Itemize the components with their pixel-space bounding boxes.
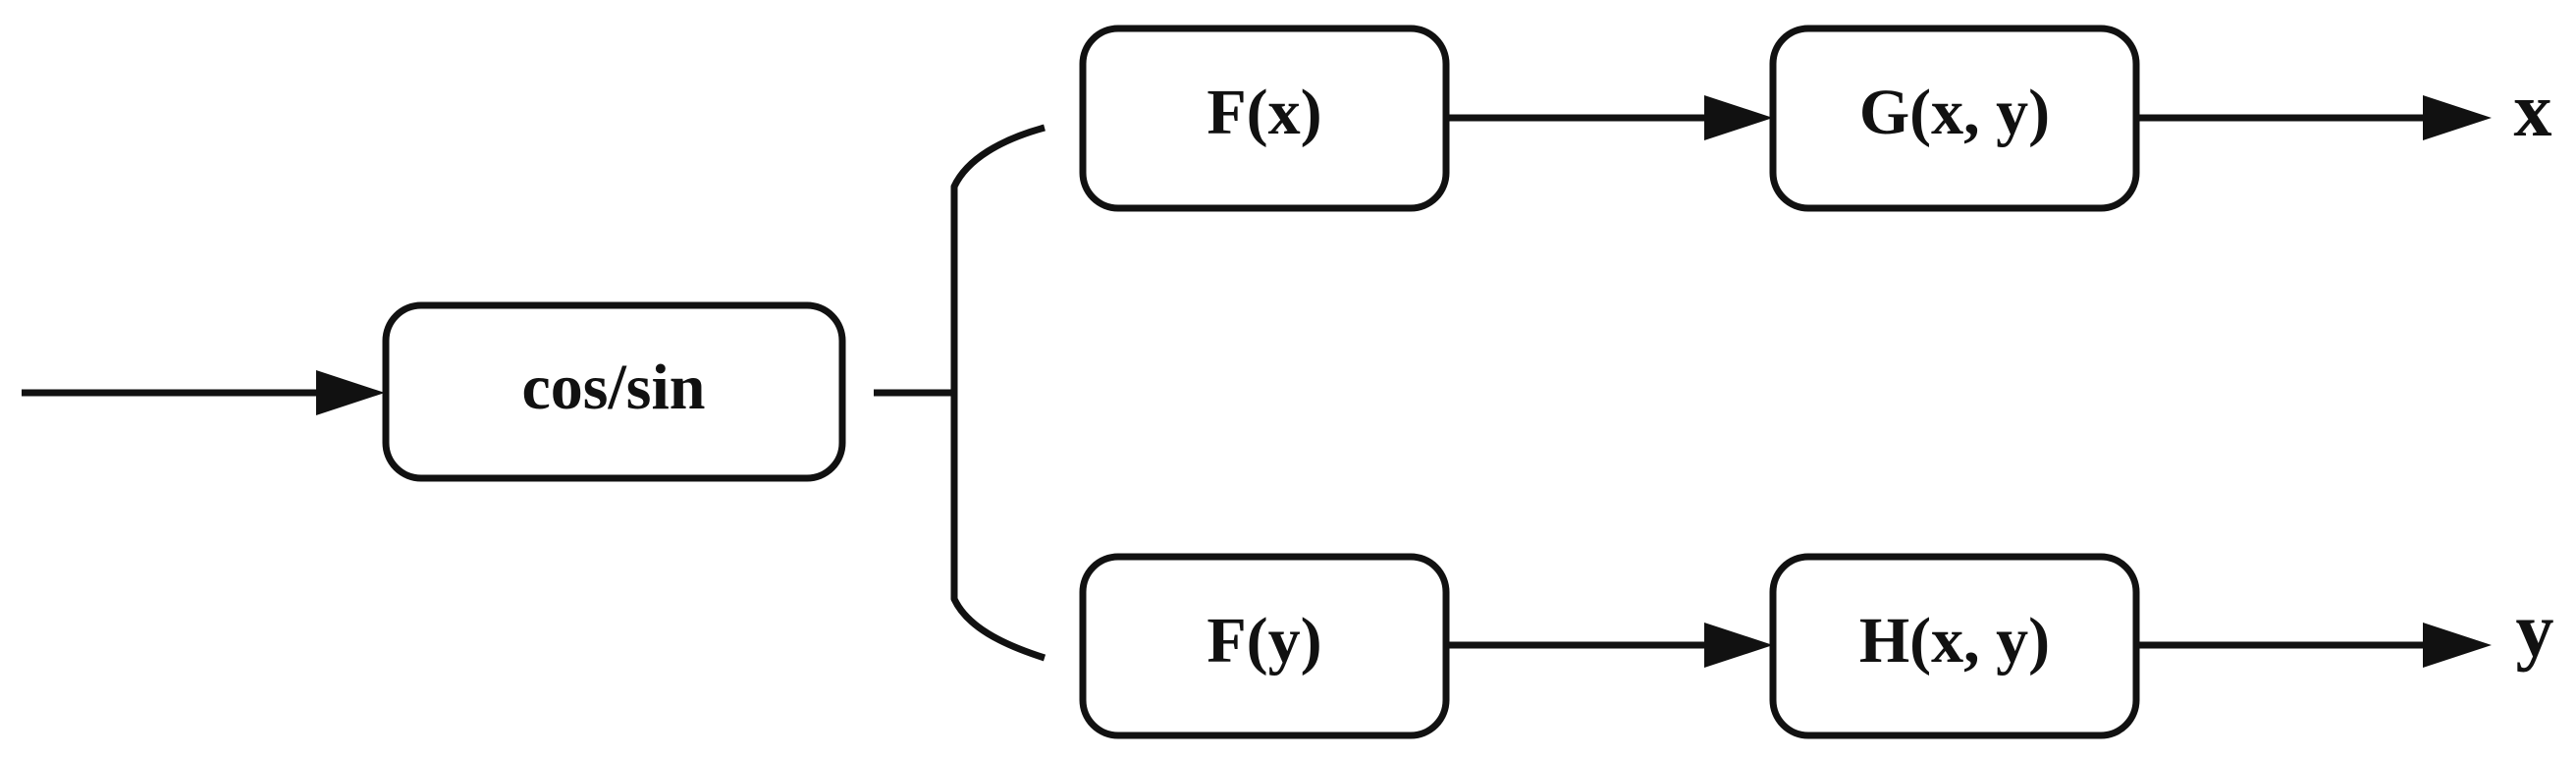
g-output-arrowhead xyxy=(2423,95,2492,140)
h-xy-block: H(x, y) xyxy=(1769,553,2140,739)
cos-sin-block-box xyxy=(382,301,846,482)
f-x-block: F(x) xyxy=(1079,25,1450,212)
h-output-arrowhead xyxy=(2423,623,2492,668)
f-y-block: F(y) xyxy=(1079,553,1450,739)
f-y-to-h-arrowhead xyxy=(1704,623,1773,668)
splitter-bracket xyxy=(950,124,1046,662)
g-xy-block: G(x, y) xyxy=(1769,25,2140,212)
f-y-block-label: F(y) xyxy=(1207,605,1321,677)
input-arrowhead xyxy=(316,370,385,415)
cos-sin-block: cos/sin xyxy=(382,301,846,482)
cos-sin-block-label: cos/sin xyxy=(521,352,705,423)
output-x-label: x xyxy=(2514,67,2552,152)
f-x-block-label: F(x) xyxy=(1207,77,1321,148)
output-y-label: y xyxy=(2516,587,2554,673)
g-xy-block-label: G(x, y) xyxy=(1859,77,2050,148)
f-x-to-g-arrowhead xyxy=(1704,95,1773,140)
h-xy-block-label: H(x, y) xyxy=(1859,605,2050,677)
